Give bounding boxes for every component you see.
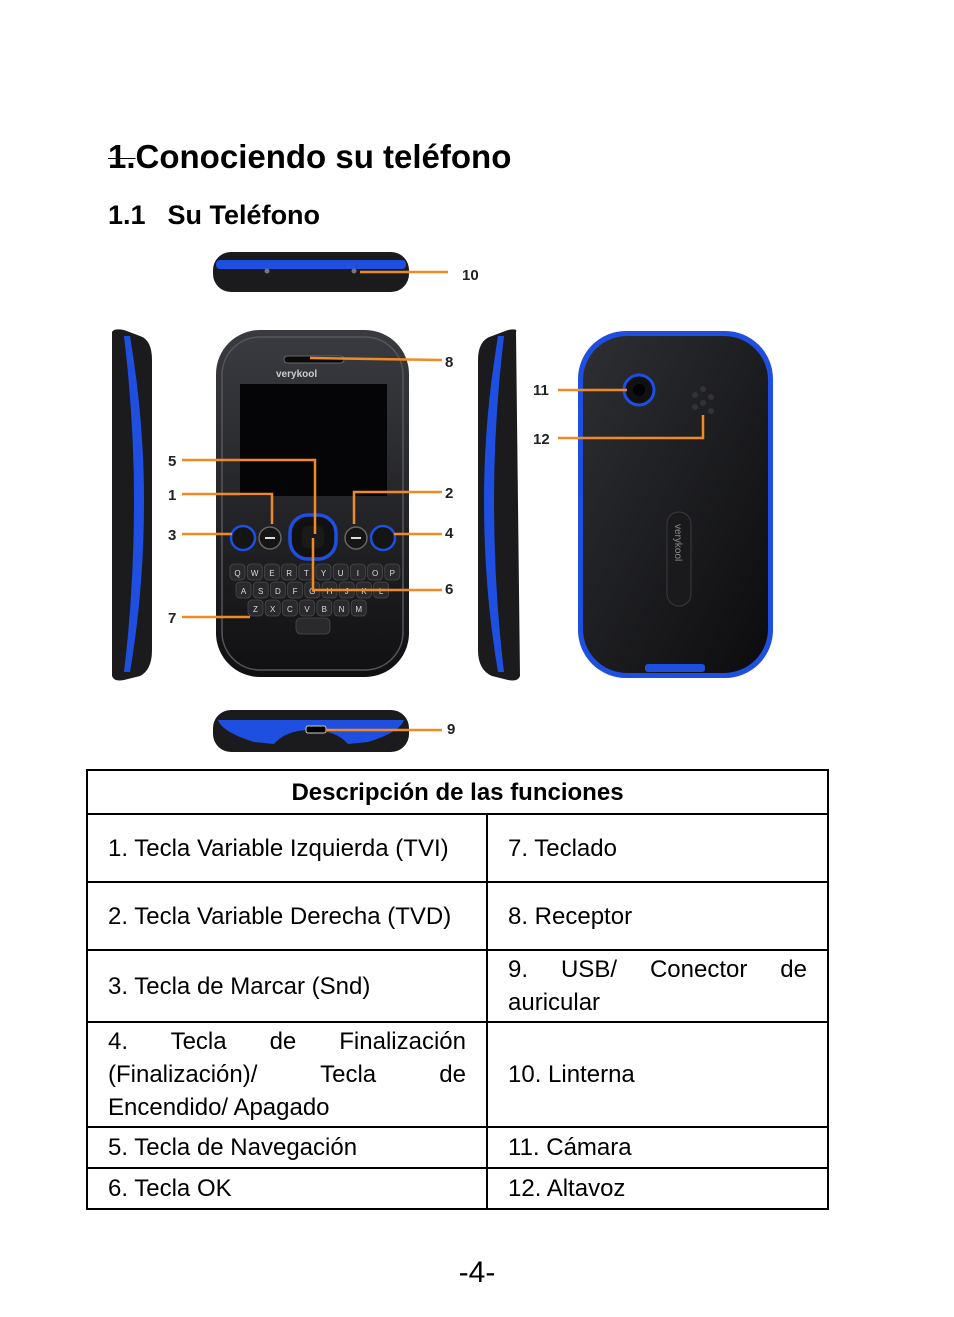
table-row: 5. Tecla de Navegación 11. Cámara [86,1126,829,1169]
keyboard-key-label: T [304,569,309,578]
table-cell: 1. Tecla Variable Izquierda (TVI) [86,813,488,883]
keyboard-key-label: R [286,569,292,578]
keyboard-key-label: V [304,605,310,614]
keyboard-key [235,581,252,599]
callout-5: 5 [168,453,176,470]
callout-2: 2 [445,485,453,502]
keyboard-key-label: M [355,605,362,614]
keyboard-key-label: S [258,587,263,596]
phone-front-view: verykool Q W E R T Y U I O P A S D F G H J K L Z X C V B N M [216,330,409,677]
keyboard-key [246,563,263,581]
callout-7: 7 [168,610,176,627]
keyboard-key-label: G [309,587,315,596]
keyboard-key [281,599,298,617]
keyboard-key-label: C [287,605,293,614]
keyboard-key [367,563,384,581]
keyboard-key-label: Q [234,569,240,578]
keyboard-key [252,581,269,599]
keyboard-key-label: W [251,569,259,578]
phone-right-side [478,329,520,681]
keyboard-key [316,599,333,617]
keyboard-key-label: I [357,569,359,578]
table-row: 2. Tecla Variable Derecha (TVD) 8. Recep… [86,881,829,951]
space-key [295,617,331,635]
keyboard-key-label: B [322,605,327,614]
keyboard-key [264,599,281,617]
keyboard-key-label: Z [253,605,258,614]
callout-9: 9 [447,721,455,738]
table-header: Descripción de las funciones [86,769,829,815]
table-cell: 7. Teclado [486,813,829,883]
callout-12: 12 [533,431,550,448]
brand-logo: verykool [276,369,317,380]
table-cell: 3. Tecla de Marcar (Snd) [86,949,488,1023]
callout-10: 10 [462,267,479,284]
keyboard-key [350,599,367,617]
subsection-title: Su Teléfono [167,200,321,230]
keyboard-key-label: E [269,569,274,578]
keyboard-key [287,581,304,599]
keyboard-key [333,599,350,617]
callout-11: 11 [533,382,549,399]
keyboard-key [247,599,264,617]
keyboard-key [281,563,298,581]
table-cell: 8. Receptor [486,881,829,951]
phone-left-side [112,329,152,681]
table-row: 3. Tecla de Marcar (Snd) 9. USB/ Conecto… [86,949,829,1023]
table-cell: 5. Tecla de Navegación [86,1126,488,1169]
callout-4: 4 [445,525,454,542]
table-cell: 10. Linterna [486,1021,829,1128]
keyboard-key-label: A [241,587,247,596]
callout-1: 1 [168,487,176,504]
keyboard-key-label: J [345,587,349,596]
keyboard-key-label: O [372,569,378,578]
keyboard-key-label: K [361,587,367,596]
keyboard-key [229,563,246,581]
table-row: 4. Tecla de Finalización (Finalización)/… [86,1021,829,1128]
keyboard-key-label: F [293,587,298,596]
keyboard-key-label: P [390,569,395,578]
phone-diagram: verykool Q W E R T Y U I O P A S D F G H J K L Z X C V B N M very… [112,252,773,752]
keyboard-key-label: N [339,605,345,614]
table-row: 1. Tecla Variable Izquierda (TVI) 7. Tec… [86,813,829,883]
table-cell: 9. USB/ Conector de auricular [486,949,829,1023]
keyboard-key [269,581,286,599]
back-brand-logo: verykool [672,524,683,561]
table-cell: 2. Tecla Variable Derecha (TVD) [86,881,488,951]
keyboard-key [349,563,366,581]
section-heading: 1.Conociendo su teléfono [108,138,511,176]
keyboard-key [299,599,316,617]
keyboard-key [332,563,349,581]
keyboard-key-label: X [270,605,276,614]
keyboard-key-label: U [338,569,344,578]
phone-bottom-view [213,710,409,752]
phone-top-view [213,252,409,292]
callout-3: 3 [168,527,176,544]
subsection-heading: 1.1 Su Teléfono [108,200,320,231]
section-number: 1. [108,138,136,175]
callout-lines [182,270,705,732]
table-cell: 11. Cámara [486,1126,829,1169]
table-row: 6. Tecla OK 12. Altavoz [86,1167,829,1210]
callout-8: 8 [445,354,453,371]
phone-back-view: verykool [578,331,773,678]
keyboard-key-label: L [379,587,384,596]
table-cell: 12. Altavoz [486,1167,829,1210]
callout-6: 6 [445,581,453,598]
section-title: Conociendo su teléfono [135,138,512,175]
table-cell: 6. Tecla OK [86,1167,488,1210]
table-cell: 4. Tecla de Finalización (Finalización)/… [86,1021,488,1128]
functions-table: Descripción de las funciones 1. Tecla Va… [86,769,829,1210]
keyboard-key-label: Y [321,569,327,578]
keyboard-key [315,563,332,581]
keyboard-key-label: D [275,587,281,596]
keyboard-key [384,563,401,581]
keyboard-key [263,563,280,581]
subsection-number: 1.1 [108,200,146,230]
page-number: -4- [458,1256,496,1289]
keyboard-key-label: H [327,587,333,596]
